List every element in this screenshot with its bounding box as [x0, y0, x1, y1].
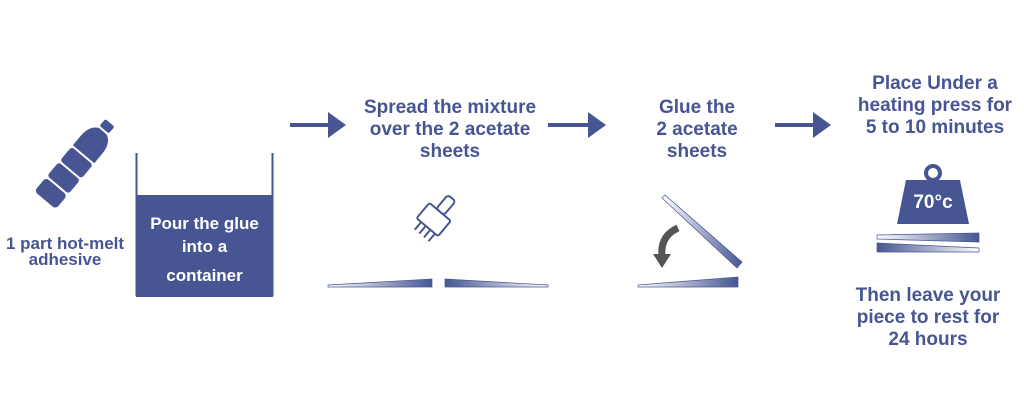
label-line: Place Under a — [872, 73, 998, 94]
weight-icon — [897, 164, 969, 224]
weight-temperature: 70°c — [913, 192, 953, 213]
container-icon — [135, 153, 274, 297]
glue-label: Glue the 2 acetate sheets — [617, 97, 777, 163]
label-line: Spread the mixture — [363, 97, 537, 118]
label-line: Then leave your — [855, 285, 1001, 306]
label-line: adhesive — [28, 249, 102, 269]
label-line: over the 2 acetate — [369, 118, 531, 140]
acetate-sheet-tilted — [661, 194, 743, 269]
acetate-sheet-left — [327, 278, 433, 288]
label-line: piece to rest for — [856, 306, 1000, 328]
label-line: 1 part hot-melt — [5, 234, 125, 253]
brush-icon — [413, 195, 456, 242]
label-line: into a — [181, 236, 228, 256]
arrow-right-icon — [548, 112, 606, 138]
bottle-label: 1 part hot-melt adhesive — [0, 234, 130, 269]
acetate-sheet-right — [444, 278, 549, 288]
label-line: container — [166, 265, 243, 285]
arrow-right-icon — [775, 112, 831, 138]
label-line: sheets — [666, 140, 728, 162]
spread-label: Spread the mixture over the 2 acetate sh… — [340, 97, 560, 163]
container-label: Pour the glue into a container — [136, 213, 273, 288]
rotate-arrow-icon — [658, 224, 680, 257]
bottle-icon — [35, 119, 114, 208]
label-line: 24 hours — [888, 328, 968, 350]
label-line: 2 acetate — [656, 118, 738, 140]
label-line: sheets — [419, 140, 481, 162]
arrow-right-icon — [290, 112, 346, 138]
acetate-sheet-press-bottom — [876, 242, 980, 253]
acetate-sheet-press-top — [876, 232, 980, 243]
label-line: 5 to 10 minutes — [865, 116, 1005, 138]
label-line: Pour the glue — [150, 214, 259, 233]
label-line: heating press for — [857, 94, 1013, 116]
press-label: Place Under a heating press for 5 to 10 … — [835, 73, 1024, 139]
rest-label: Then leave your piece to rest for 24 hou… — [828, 285, 1024, 351]
acetate-sheet-bottom — [637, 276, 739, 288]
label-line: Glue the — [658, 97, 735, 118]
